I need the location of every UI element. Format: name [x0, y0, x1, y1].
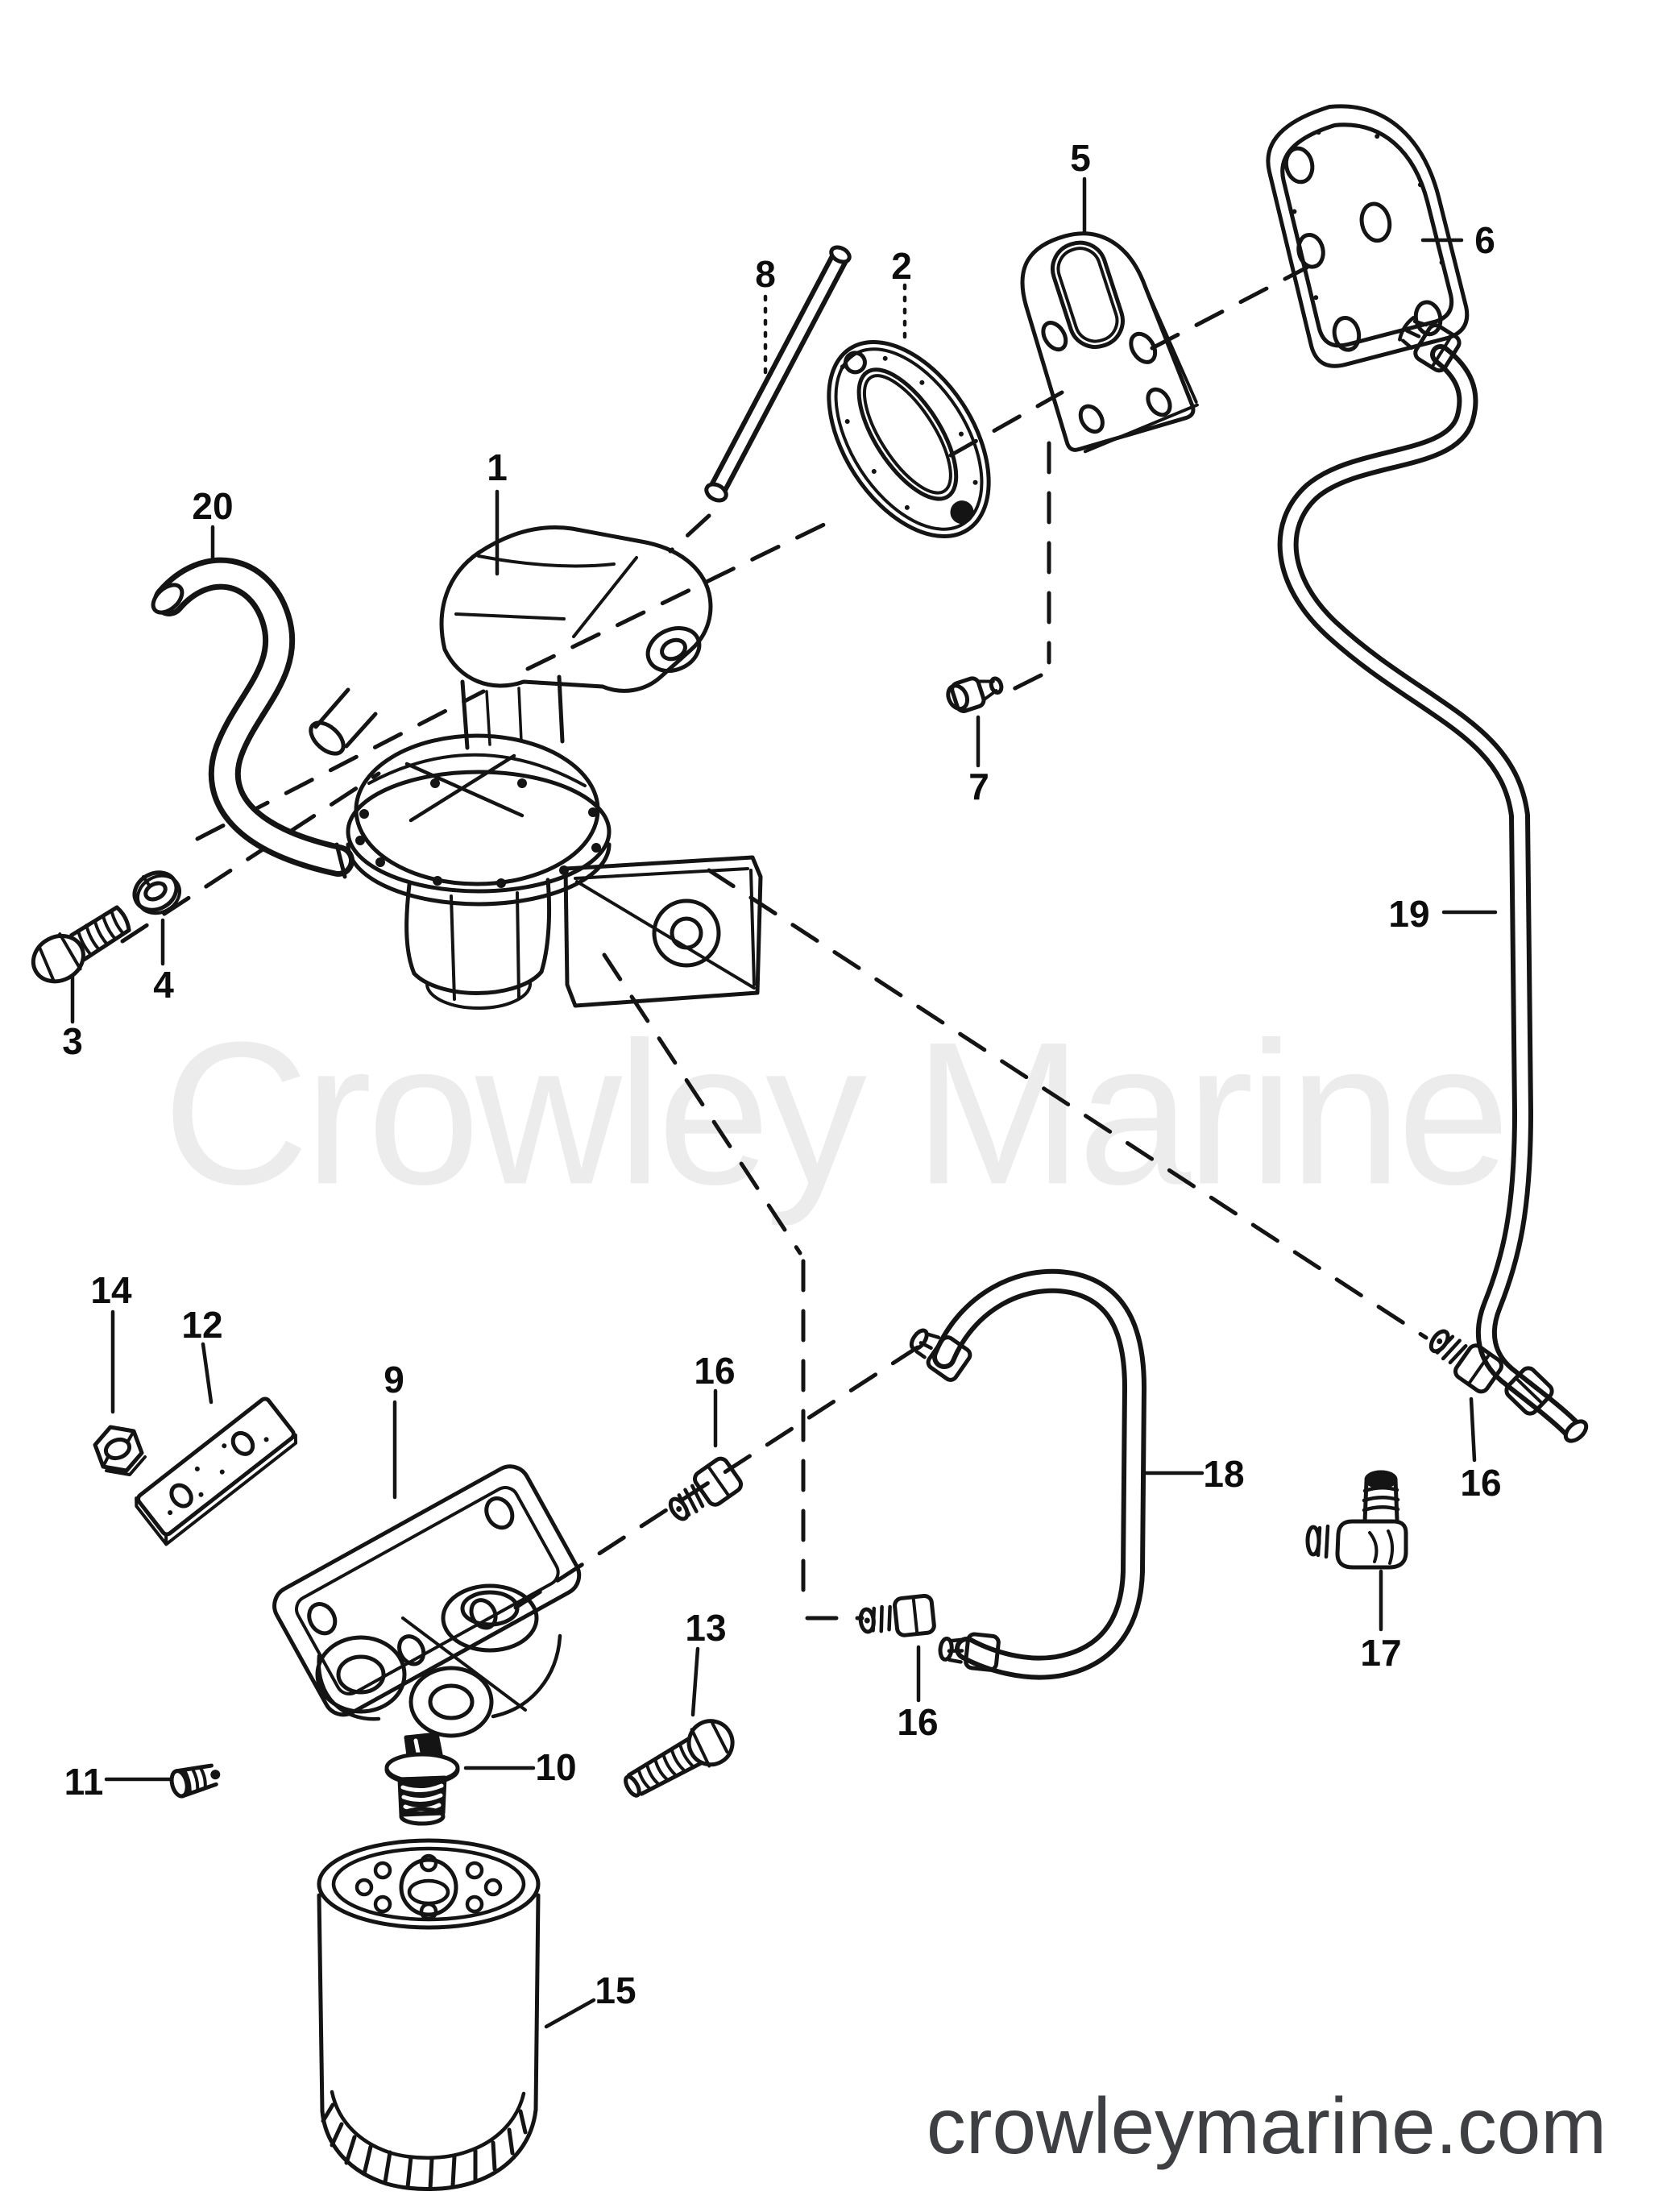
part-callout-18: 18 [1203, 1453, 1245, 1495]
part-callout-16: 16 [897, 1701, 939, 1743]
part-callout-5: 5 [1070, 137, 1091, 179]
part-callout-12: 12 [181, 1304, 223, 1346]
part-callout-16: 16 [694, 1350, 736, 1392]
part-20-hose [151, 557, 355, 879]
part-15-fuel-filter [317, 1838, 541, 2192]
part-callout-14: 14 [90, 1269, 132, 1311]
flange-bolt-dots [355, 778, 601, 888]
part-8-push-rod [704, 245, 852, 503]
part-16-connector-bottom [858, 1593, 936, 1637]
part-callout-7: 7 [968, 766, 989, 807]
line-18-top-nut [909, 1328, 972, 1382]
part-callout-1: 1 [487, 446, 508, 488]
part-4-lock-washer [132, 870, 181, 915]
part-12-anchor-plate [135, 1397, 298, 1546]
watermark-text: Crowley Marine [162, 1000, 1510, 1227]
part-callout-4: 4 [153, 964, 174, 1006]
callout-leader-lines [70, 176, 1498, 2029]
part-14-nut [93, 1425, 147, 1476]
part-6-gasket [1266, 104, 1470, 368]
part-callout-20: 20 [192, 485, 234, 527]
part-5-spacer-plate [1020, 231, 1199, 454]
part-19-fuel-line [1277, 316, 1589, 1443]
part-13-bolt [624, 1719, 735, 1798]
part-callout-6: 6 [1474, 219, 1495, 261]
part-16-connector-right [1428, 1329, 1504, 1394]
part-11-plug [169, 1763, 221, 1799]
filter-flutes [321, 2102, 528, 2191]
part-callout-11: 11 [64, 1761, 104, 1803]
gasket-stipple [840, 355, 978, 510]
filter-bolt-holes [355, 1853, 503, 1921]
part-10-adapter-fitting [384, 1732, 460, 1826]
part-2-gasket [827, 339, 991, 539]
part-callout-10: 10 [535, 1746, 577, 1788]
part-9-filter-bracket [272, 1464, 582, 1738]
part-callout-17: 17 [1360, 1632, 1402, 1674]
part-18-fuel-line [909, 1268, 1146, 1680]
part-3-bolt [31, 905, 131, 984]
part-callout-15: 15 [595, 1969, 636, 2011]
part-16-connector-middle [668, 1456, 744, 1521]
part-7-fitting [946, 676, 1004, 713]
part-callout-16: 16 [1460, 1462, 1502, 1504]
part-callout-2: 2 [891, 245, 912, 287]
part-callout-19: 19 [1388, 893, 1430, 935]
part-callout-3: 3 [62, 1020, 83, 1062]
part-1-fuel-pump [309, 525, 763, 1011]
part-callout-8: 8 [755, 253, 776, 295]
part-17-elbow-fitting [1305, 1470, 1408, 1570]
site-url-text: crowleymarine.com [926, 2081, 1607, 2170]
line-18-bottom-nut [938, 1632, 1001, 1672]
part-callout-9: 9 [384, 1359, 404, 1401]
part-callout-13: 13 [685, 1607, 727, 1649]
